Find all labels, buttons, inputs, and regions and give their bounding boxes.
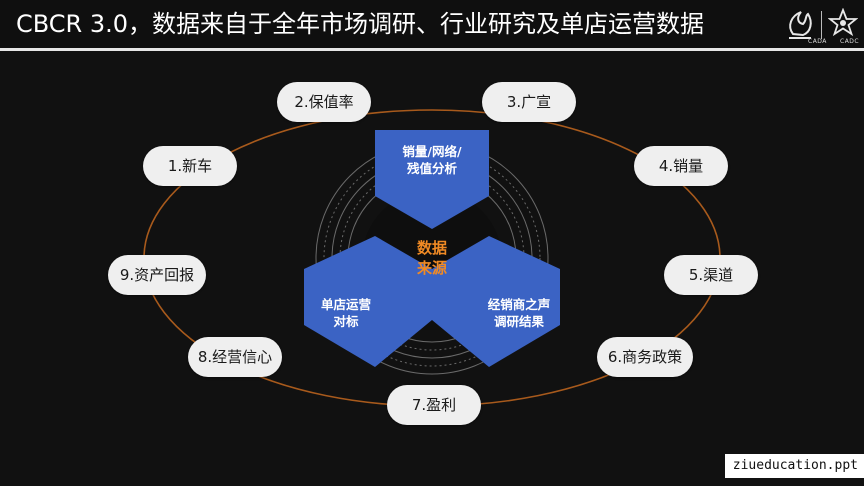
source-hex-left	[304, 236, 432, 367]
header-divider	[0, 48, 864, 51]
cada-logo-text: CADA	[808, 38, 827, 45]
logo-area	[785, 7, 858, 43]
item-sales-volume: 4.销量	[634, 146, 728, 186]
cada-flame-logo-icon	[789, 11, 812, 39]
item-retention-rate: 2.保值率	[277, 82, 371, 122]
watermark: ziueducation.ppt	[724, 454, 864, 478]
header-bar: CBCR 3.0，数据来自于全年市场调研、行业研究及单店运营数据 CADA CA…	[0, 0, 864, 48]
source-label-top: 销量/网络/ 残值分析	[402, 144, 462, 176]
item-profit: 7.盈利	[387, 385, 481, 425]
cadc-star-logo-icon	[828, 8, 858, 37]
center-label: 数据 来源	[416, 239, 447, 277]
cadc-logo-text: CADC	[840, 38, 860, 45]
page-title: CBCR 3.0，数据来自于全年市场调研、行业研究及单店运营数据	[16, 10, 705, 38]
item-business-confidence: 8.经营信心	[188, 337, 282, 377]
logo-divider	[821, 11, 822, 39]
source-hex-right	[432, 236, 560, 367]
item-advertising: 3.广宣	[482, 82, 576, 122]
item-asset-return: 9.资产回报	[108, 255, 206, 295]
item-channel: 5.渠道	[664, 255, 758, 295]
item-business-policy: 6.商务政策	[597, 337, 693, 377]
source-label-right: 经销商之声 调研结果	[487, 297, 551, 329]
source-hex-top	[375, 130, 489, 229]
source-label-left: 单店运营 对标	[320, 297, 371, 329]
item-new-car: 1.新车	[143, 146, 237, 186]
